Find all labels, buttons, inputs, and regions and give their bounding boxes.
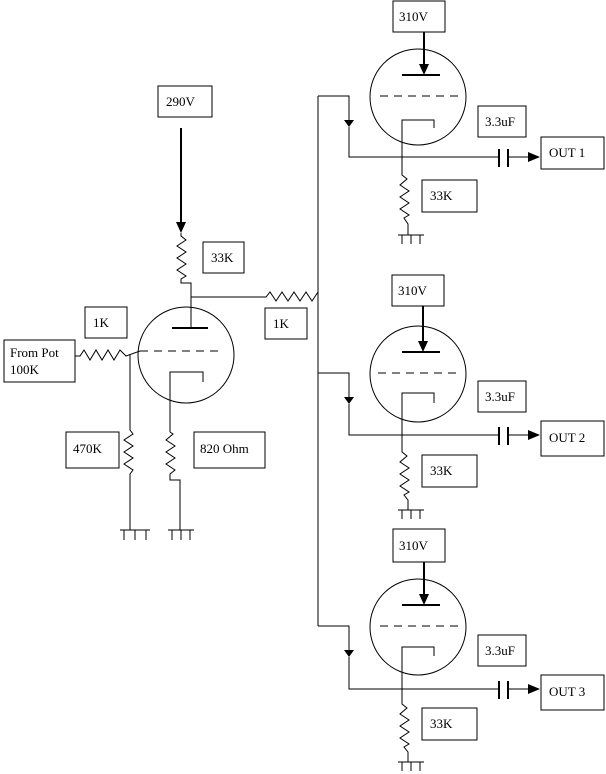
cathode-follower-3: 310V 3.3uF OUT 3 3: [318, 528, 605, 771]
coupling-resistor-label: 1K: [264, 307, 308, 340]
input-plate-resistor-text: 33K: [211, 250, 234, 265]
follower-3-ground: [398, 761, 424, 771]
cathode-resistor-text: 820 Ohm: [200, 441, 249, 456]
follower-3-resistor-text: 33K: [430, 716, 453, 731]
input-source-label: From Pot 100K: [3, 339, 76, 383]
input-source-line1: From Pot: [10, 345, 59, 360]
input-plate-voltage-text: 290V: [166, 94, 196, 109]
follower-3-voltage-label: 310V: [392, 528, 446, 563]
grid-resistor-1k: [75, 349, 141, 361]
follower-1-voltage-text: 310V: [399, 9, 429, 24]
follower-2-resistor-label: 33K: [421, 454, 478, 488]
follower-1-cap-text: 3.3uF: [485, 114, 515, 129]
follower-2-ground: [398, 509, 424, 519]
follower-1-resistor-text: 33K: [430, 188, 453, 203]
follower-1-ground: [398, 234, 424, 244]
plate-resistor-33k: [176, 233, 192, 297]
follower-2-resistor-text: 33K: [430, 463, 453, 478]
cathode-resistor-820: [165, 431, 181, 530]
follower-3-cap-label: 3.3uF: [477, 634, 527, 667]
input-plate-voltage-label: 290V: [157, 85, 213, 118]
follower-3-output-text: OUT 3: [549, 684, 585, 699]
follower-3-output-label: OUT 3: [540, 674, 605, 711]
follower-3-cap-text: 3.3uF: [485, 643, 515, 658]
coupling-resistor-1k: [191, 291, 319, 302]
follower-1-voltage-label: 310V: [392, 0, 446, 33]
follower-1-cap-label: 3.3uF: [477, 105, 527, 138]
grid-leak-resistor-470k: [123, 354, 134, 530]
cathode-ground: [168, 529, 194, 540]
cathode-follower-2: 310V 3.3uF OUT 2 3: [318, 274, 605, 519]
follower-1-resistor-label: 33K: [421, 179, 478, 213]
follower-1-output-label: OUT 1: [540, 136, 605, 170]
follower-2-resistor: [399, 444, 410, 510]
follower-1-output-text: OUT 1: [549, 145, 585, 160]
follower-3-resistor: [399, 697, 410, 762]
cathode-resistor-label: 820 Ohm: [193, 431, 266, 469]
follower-2-cap-label: 3.3uF: [477, 380, 527, 413]
input-stage: 290V 33K 1K From Pot: [3, 85, 319, 540]
follower-2-output-label: OUT 2: [540, 420, 605, 457]
follower-2-output-text: OUT 2: [549, 430, 585, 445]
input-tube: [137, 297, 235, 432]
cathode-follower-1: 310V 3.3uF OUT 1 3: [318, 0, 605, 244]
follower-3-voltage-text: 310V: [399, 538, 429, 553]
grid-leak-resistor-label: 470K: [65, 431, 120, 469]
coupling-resistor-text: 1K: [273, 316, 290, 331]
follower-2-voltage-text: 310V: [398, 283, 428, 298]
input-grid-resistor-text: 1K: [93, 315, 110, 330]
follower-1-resistor: [399, 165, 410, 235]
input-source-line2: 100K: [10, 362, 40, 377]
supply-arrow: [176, 128, 186, 233]
input-grid-resistor-label: 1K: [84, 306, 128, 339]
follower-2-cap-text: 3.3uF: [485, 389, 515, 404]
follower-2-voltage-label: 310V: [391, 274, 445, 307]
grid-leak-ground: [120, 529, 150, 540]
grid-leak-resistor-text: 470K: [73, 441, 103, 456]
follower-3-resistor-label: 33K: [421, 707, 478, 741]
input-plate-resistor-label: 33K: [202, 241, 245, 274]
